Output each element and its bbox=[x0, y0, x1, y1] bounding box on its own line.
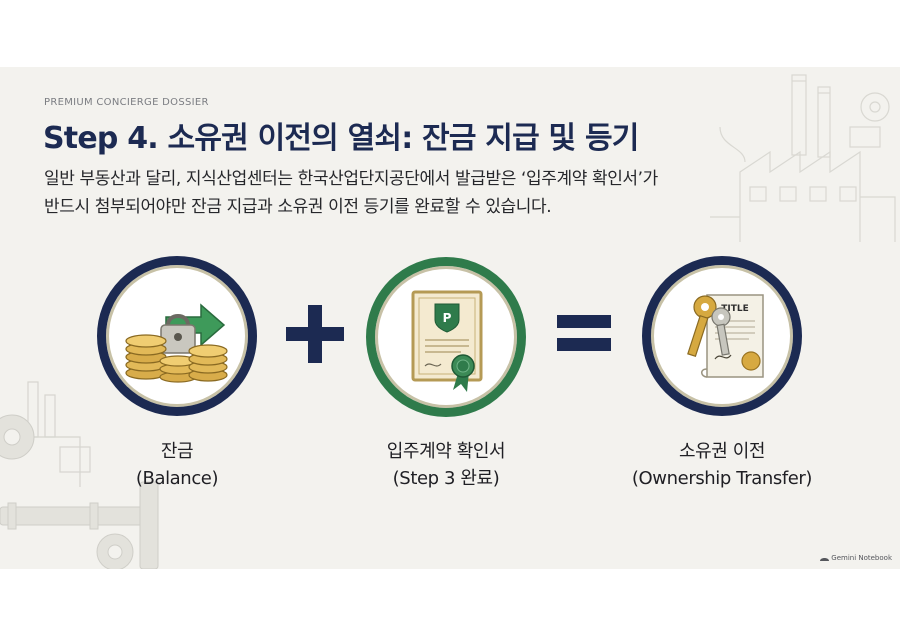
balance-label-line2: (Balance) bbox=[135, 468, 219, 489]
balance-circle bbox=[97, 256, 257, 416]
certificate-mark: P bbox=[443, 311, 452, 325]
watermark: Gemini Notebook bbox=[820, 554, 892, 562]
certificate-label: 입주계약 확인서 (Step 3 완료) bbox=[346, 438, 546, 492]
certificate-seal-icon: P bbox=[411, 290, 483, 392]
page-title: Step 4. 소유권 이전의 열쇠: 잔금 지급 및 등기 bbox=[43, 121, 639, 156]
ownership-label: 소유권 이전 (Ownership Transfer) bbox=[602, 438, 842, 492]
plus-icon bbox=[286, 305, 344, 363]
certificate-circle: P bbox=[366, 257, 526, 417]
deed-title: TITLE bbox=[721, 304, 749, 314]
slide: PREMIUM CONCIERGE DOSSIER Step 4. 소유권 이전… bbox=[0, 67, 900, 569]
watermark-text: Gemini Notebook bbox=[831, 554, 892, 562]
certificate-label-line1: 입주계약 확인서 bbox=[386, 441, 506, 462]
equals-icon bbox=[557, 315, 611, 351]
eyebrow-label: PREMIUM CONCIERGE DOSSIER bbox=[44, 97, 209, 108]
ownership-label-line1: 소유권 이전 bbox=[678, 441, 766, 462]
description-line-2: 반드시 첨부되어야만 잔금 지급과 소유권 이전 등기를 완료할 수 있습니다. bbox=[44, 197, 552, 217]
description-line-1: 일반 부동산과 달리, 지식산업센터는 한국산업단지공단에서 발급받은 ‘입주계… bbox=[44, 169, 658, 189]
ownership-label-line2: (Ownership Transfer) bbox=[631, 468, 813, 489]
balance-label-line1: 잔금 bbox=[160, 441, 194, 462]
keys-title-deed-icon: TITLE bbox=[687, 294, 764, 378]
balance-label: 잔금 (Balance) bbox=[97, 438, 257, 492]
description: 일반 부동산과 달리, 지식산업센터는 한국산업단지공단에서 발급받은 ‘입주계… bbox=[44, 165, 744, 221]
certificate-label-line2: (Step 3 완료) bbox=[392, 468, 500, 489]
coins-lock-arrow-icon bbox=[125, 303, 228, 383]
factory-illustration bbox=[710, 74, 896, 242]
gemini-logo-icon bbox=[820, 558, 830, 561]
gears-pipes-illustration bbox=[0, 381, 159, 569]
ownership-circle: TITLE bbox=[642, 256, 802, 416]
